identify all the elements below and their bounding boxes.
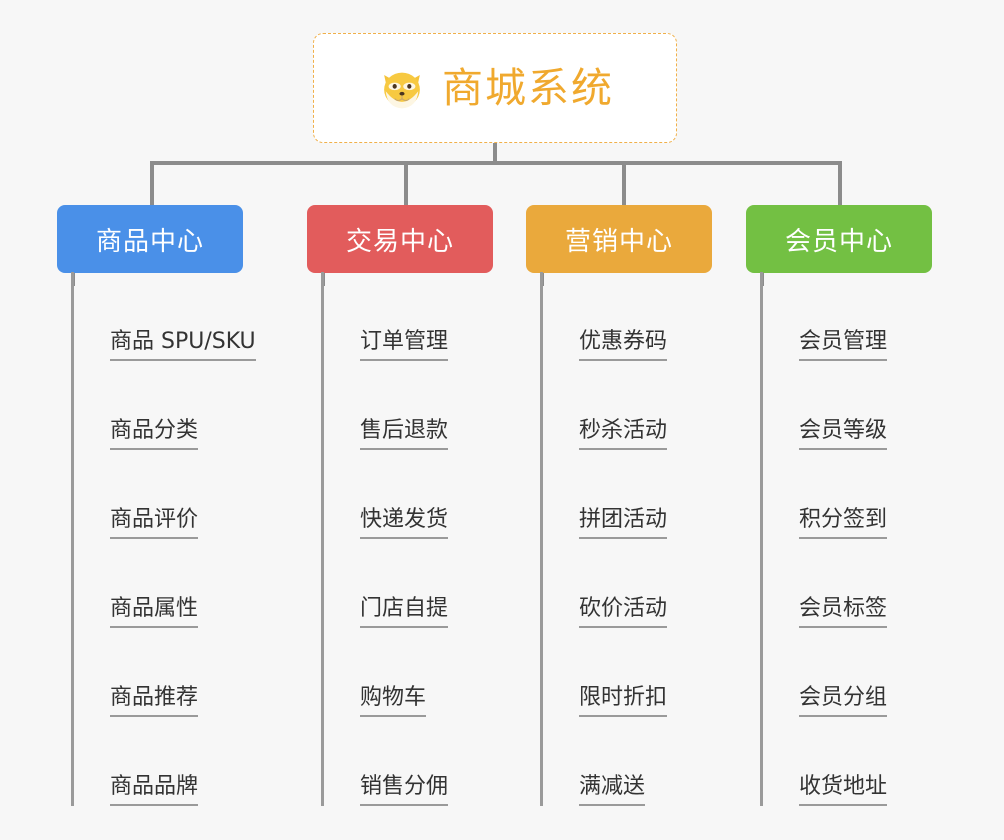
list-item[interactable]: 会员标签 — [763, 539, 990, 628]
leaf-label: 秒杀活动 — [579, 417, 668, 450]
leaf-label: 商品品牌 — [110, 773, 199, 806]
leaf-label: 售后退款 — [360, 417, 449, 450]
leaf-column-product-center: 商品 SPU/SKU 商品分类 商品评价 商品属性 商品推荐 商品品牌 — [71, 272, 301, 806]
leaf-label: 积分签到 — [799, 506, 888, 539]
category-label: 营销中心 — [564, 226, 673, 257]
connector-drop-4 — [838, 161, 842, 207]
list-item[interactable]: 商品分类 — [74, 361, 301, 450]
leaf-label: 会员标签 — [799, 595, 888, 628]
list-item[interactable]: 会员分组 — [763, 628, 990, 717]
leaf-label: 会员分组 — [799, 684, 888, 717]
leaf-label: 订单管理 — [360, 328, 449, 361]
shiba-dog-face-icon — [376, 62, 428, 114]
list-item[interactable]: 订单管理 — [324, 272, 551, 361]
leaf-label: 销售分佣 — [360, 773, 449, 806]
leaf-label: 购物车 — [360, 684, 427, 717]
connector-drop-3 — [622, 161, 626, 207]
list-item[interactable]: 商品属性 — [74, 539, 301, 628]
category-box-marketing-center[interactable]: 营销中心 — [526, 205, 712, 273]
list-item[interactable]: 快递发货 — [324, 450, 551, 539]
leaf-column-trade-center: 订单管理 售后退款 快递发货 门店自提 购物车 销售分佣 — [321, 272, 551, 806]
leaf-label: 会员管理 — [799, 328, 888, 361]
leaf-label: 商品属性 — [110, 595, 199, 628]
list-item[interactable]: 砍价活动 — [543, 539, 770, 628]
category-label: 交易中心 — [345, 226, 454, 257]
leaf-label: 商品分类 — [110, 417, 199, 450]
list-item[interactable]: 购物车 — [324, 628, 551, 717]
category-label: 商品中心 — [95, 226, 204, 257]
list-item[interactable]: 商品推荐 — [74, 628, 301, 717]
leaf-label: 砍价活动 — [579, 595, 668, 628]
list-item[interactable]: 满减送 — [543, 717, 770, 806]
category-box-member-center[interactable]: 会员中心 — [746, 205, 932, 273]
list-item[interactable]: 销售分佣 — [324, 717, 551, 806]
leaf-label: 门店自提 — [360, 595, 449, 628]
leaf-label: 限时折扣 — [579, 684, 668, 717]
list-item[interactable]: 商品评价 — [74, 450, 301, 539]
leaf-label: 收货地址 — [799, 773, 888, 806]
category-box-product-center[interactable]: 商品中心 — [57, 205, 243, 273]
leaf-column-member-center: 会员管理 会员等级 积分签到 会员标签 会员分组 收货地址 — [760, 272, 990, 806]
list-item[interactable]: 优惠券码 — [543, 272, 770, 361]
list-item[interactable]: 门店自提 — [324, 539, 551, 628]
connector-drop-2 — [404, 161, 408, 207]
list-item[interactable]: 售后退款 — [324, 361, 551, 450]
connector-root-stem — [493, 143, 497, 165]
list-item[interactable]: 拼团活动 — [543, 450, 770, 539]
leaf-label: 满减送 — [579, 773, 646, 806]
list-item[interactable]: 商品 SPU/SKU — [74, 272, 301, 361]
leaf-column-marketing-center: 优惠券码 秒杀活动 拼团活动 砍价活动 限时折扣 满减送 — [540, 272, 770, 806]
leaf-label: 商品评价 — [110, 506, 199, 539]
leaf-label: 拼团活动 — [579, 506, 668, 539]
leaf-label: 快递发货 — [360, 506, 449, 539]
list-item[interactable]: 会员等级 — [763, 361, 990, 450]
list-item[interactable]: 秒杀活动 — [543, 361, 770, 450]
list-item[interactable]: 商品品牌 — [74, 717, 301, 806]
connector-horizontal-bus — [150, 161, 842, 165]
list-item[interactable]: 收货地址 — [763, 717, 990, 806]
list-item[interactable]: 会员管理 — [763, 272, 990, 361]
root-node[interactable]: 商城系统 — [313, 33, 677, 143]
list-item[interactable]: 限时折扣 — [543, 628, 770, 717]
connector-drop-1 — [150, 161, 154, 207]
root-title: 商城系统 — [442, 63, 614, 112]
category-label: 会员中心 — [784, 226, 893, 257]
leaf-label: 会员等级 — [799, 417, 888, 450]
leaf-label: 商品 SPU/SKU — [110, 328, 256, 361]
leaf-label: 商品推荐 — [110, 684, 199, 717]
list-item[interactable]: 积分签到 — [763, 450, 990, 539]
category-box-trade-center[interactable]: 交易中心 — [307, 205, 493, 273]
leaf-label: 优惠券码 — [579, 328, 668, 361]
